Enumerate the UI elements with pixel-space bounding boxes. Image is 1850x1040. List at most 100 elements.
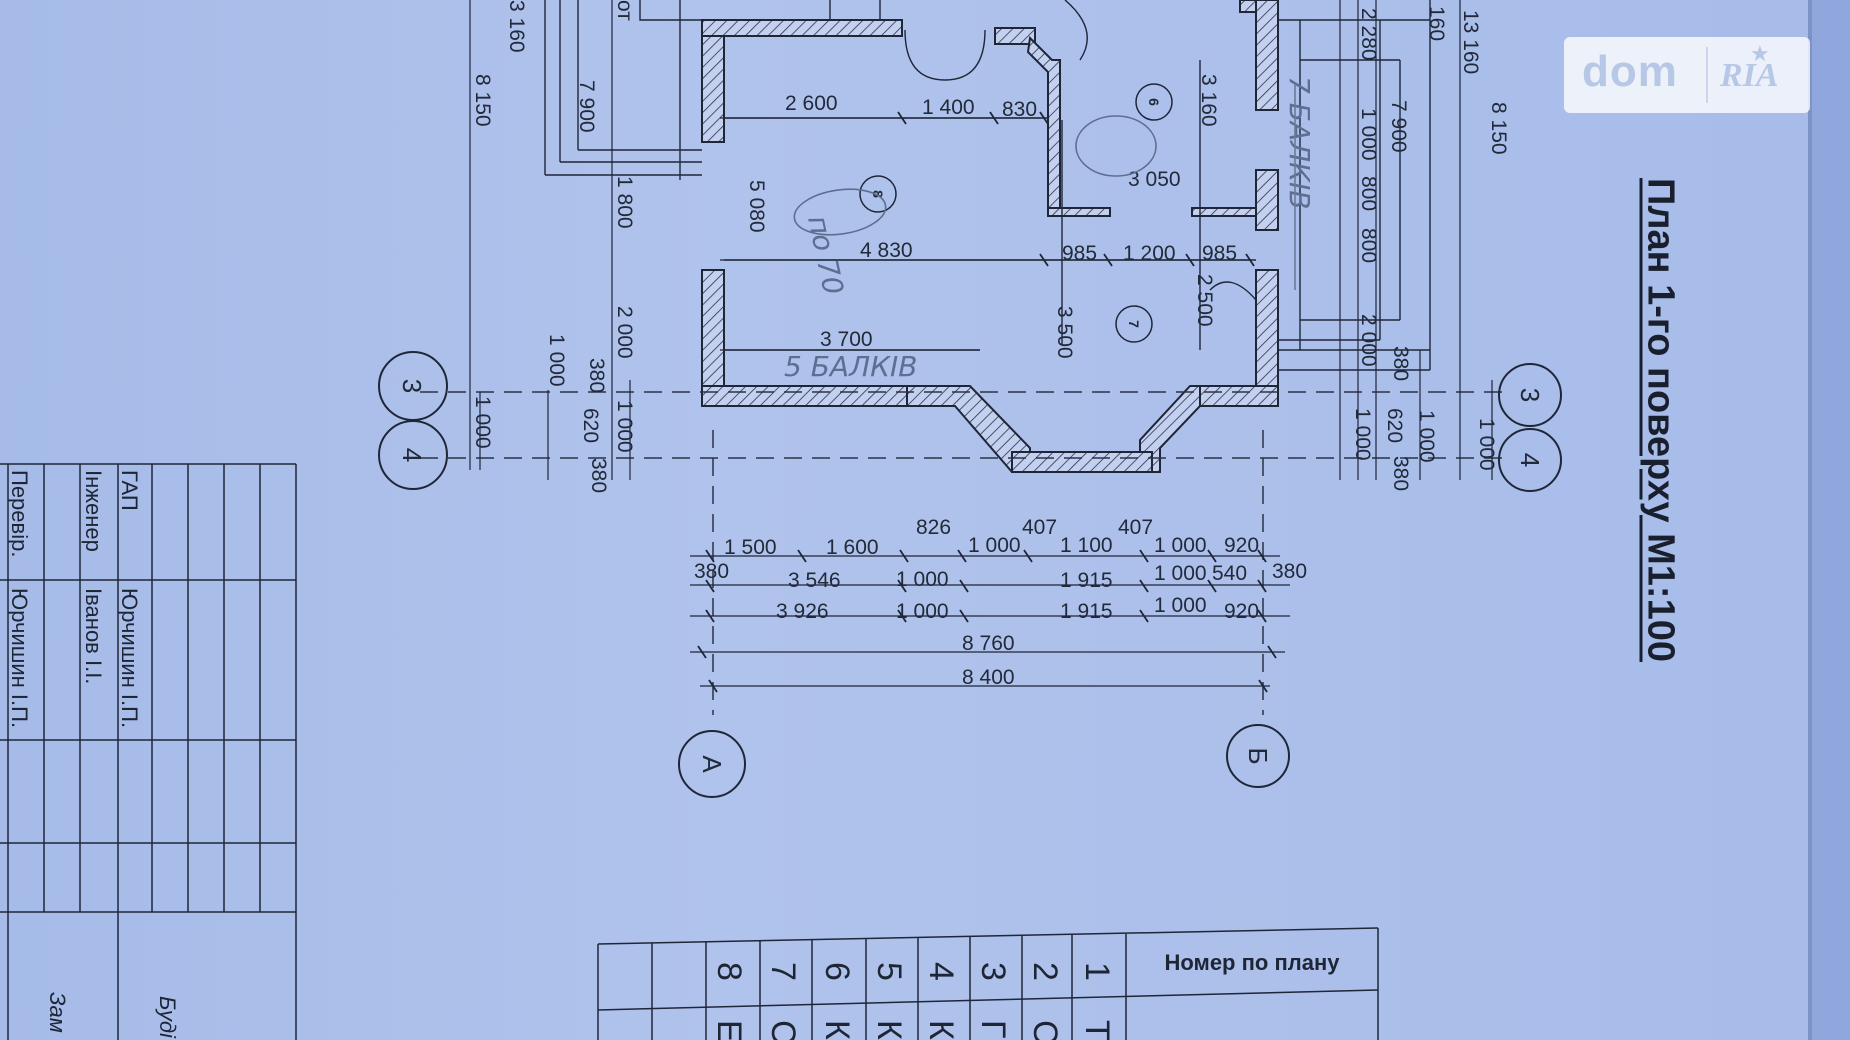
logo-brand: dom — [1582, 47, 1678, 96]
room-table-header: Номер по плану — [1165, 950, 1341, 975]
dim-label: 985 — [1202, 242, 1237, 265]
drawing-sheet — [0, 0, 1810, 1040]
tb-name: Юрчишин І.П. — [117, 588, 142, 728]
plan-title: План 1-го поверху М1:100 — [1639, 120, 1682, 720]
dim-label: 800 — [1357, 176, 1380, 211]
dimension-labels-horizontal: 2 600 1 400 830 3 050 4 830 985 1 200 98… — [694, 92, 1307, 689]
tb-fragment: Буді — [155, 996, 180, 1039]
dim-label: 1 500 — [724, 536, 777, 559]
dim-label: 1 000 — [613, 400, 636, 453]
dim-label: 4 830 — [860, 239, 913, 262]
plan-lines — [544, 0, 1431, 371]
dim-label: 826 — [916, 516, 951, 539]
hand-circle — [1075, 115, 1157, 177]
dim-label: 1 915 — [1060, 600, 1113, 623]
dim-label: 380 — [587, 458, 610, 493]
handwritten-left-beams: 5 БАЛКІВ — [784, 350, 917, 383]
dim-label: 1 100 — [1060, 534, 1113, 557]
room-table-number: 4 — [922, 962, 960, 981]
room-table-number: 7 — [764, 962, 802, 981]
dim-label: 1 800 — [613, 176, 636, 229]
dim-label: 620 — [1383, 408, 1406, 443]
room-table-name: К — [818, 1020, 856, 1040]
dim-label: 1 000 — [545, 334, 568, 387]
svg-text:3: 3 — [397, 379, 427, 393]
svg-text:4: 4 — [1515, 453, 1545, 467]
dim-label: 1 000 — [896, 568, 949, 591]
handwritten-note: по 70 — [801, 213, 850, 298]
room-table-name: С — [764, 1020, 802, 1040]
dim-label: 1 000 — [1357, 108, 1380, 161]
dim-label: 1 000 — [968, 534, 1021, 557]
dim-label: 1 200 — [1123, 242, 1176, 265]
room-table-name: Т — [1078, 1020, 1116, 1040]
tb-role: Інженер — [81, 470, 106, 552]
dim-label: 1 000 — [1475, 418, 1498, 471]
dim-label: 160 — [1425, 6, 1448, 41]
dim-label: 2 000 — [1357, 314, 1380, 367]
dim-label: 3 926 — [776, 600, 829, 623]
logo-sub: RIA — [1720, 57, 1779, 94]
tb-role: Перевір. — [7, 470, 32, 557]
room-table-number: 1 — [1078, 962, 1116, 981]
dim-label: 2 000 — [613, 306, 636, 359]
room-table-text: Номер по плану 1 2 3 4 5 6 7 8 Т С Г К К… — [710, 950, 1340, 1040]
dim-label: 7 900 — [575, 80, 598, 133]
dim-label: 380 — [1389, 456, 1412, 491]
dim-label: 985 — [1062, 242, 1097, 265]
room-table-number: 5 — [870, 962, 908, 981]
logo-divider — [1706, 47, 1708, 103]
hand-circle — [793, 188, 887, 236]
tb-name: Юрчишин І.П. — [7, 588, 32, 728]
dimension-labels-vertical: 5 080 3 500 2 500 3 160 3 160 8 150 7 90… — [471, 0, 1510, 493]
svg-text:7: 7 — [1126, 320, 1142, 328]
dim-label: 1 000 — [1415, 410, 1438, 463]
axis-bubble-a: А — [678, 730, 746, 798]
dim-label: 8 760 — [962, 632, 1015, 655]
axis-bubble-3-left: 3 — [378, 351, 448, 421]
dim-label: 13 160 — [1459, 10, 1482, 74]
dim-label: 8 150 — [471, 74, 494, 127]
tb-role: ГАП — [117, 470, 142, 511]
dimension-ticks — [697, 111, 1277, 693]
dim-label: 3 700 — [820, 328, 873, 351]
axis-bubble-4-right: 4 — [1498, 428, 1562, 492]
svg-text:4: 4 — [397, 448, 427, 462]
axis-grid — [420, 391, 1510, 715]
dim-label: 620 — [579, 408, 602, 443]
dim-label: 1 400 — [922, 96, 975, 119]
svg-text:8: 8 — [870, 190, 886, 198]
tb-fragment: Зам — [45, 992, 70, 1033]
room-table-number: 6 — [818, 962, 856, 981]
dim-label: 920 — [1224, 534, 1259, 557]
dim-label: 8 400 — [962, 666, 1015, 689]
dim-label: 2 600 — [785, 92, 838, 115]
dim-label: 830 — [1002, 98, 1037, 121]
dim-label: 7 900 — [1387, 100, 1410, 153]
dim-label: 407 — [1118, 516, 1153, 539]
plan-title-text: План 1-го поверху М1:100 — [1639, 178, 1682, 662]
room-table — [597, 927, 1379, 1040]
svg-text:6: 6 — [1146, 98, 1162, 106]
room-marker-6: 6 — [1135, 83, 1173, 121]
dimension-lines — [469, 0, 1493, 687]
dim-label: 1 915 — [1060, 569, 1113, 592]
room-marker-7: 7 — [1115, 305, 1153, 343]
handwritten-right-beams: 7 БАЛКІВ — [1283, 76, 1316, 209]
dim-label: 5 080 — [745, 180, 768, 233]
room-table-name: Г — [974, 1020, 1012, 1038]
dim-label: 407 — [1022, 516, 1057, 539]
room-table-name: К — [870, 1020, 908, 1040]
dim-label: 3 160 — [1197, 74, 1220, 127]
dim-label: 3 546 — [788, 569, 841, 592]
room-table-name: С — [1026, 1020, 1064, 1040]
room-table-number: 3 — [974, 962, 1012, 981]
svg-text:А: А — [697, 755, 727, 773]
room-table-number: 2 — [1026, 962, 1064, 981]
svg-text:3: 3 — [1515, 388, 1545, 402]
dim-label: 920 — [1224, 600, 1259, 623]
room-table-name: К — [922, 1020, 960, 1040]
dim-label: 1 600 — [826, 536, 879, 559]
room-table-number: 8 — [710, 962, 748, 981]
